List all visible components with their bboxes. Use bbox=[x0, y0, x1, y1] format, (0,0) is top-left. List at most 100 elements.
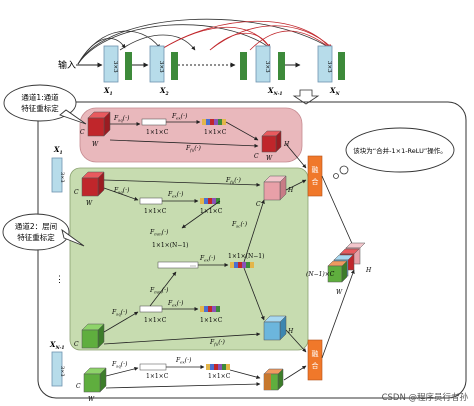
ch1-out-w: W bbox=[266, 155, 273, 162]
final-w: W bbox=[336, 289, 343, 296]
xn1-conv-label: 3×3 bbox=[59, 366, 65, 377]
ch2-weight-top bbox=[200, 198, 220, 204]
final-output-stack bbox=[327, 242, 366, 283]
merge-label-top-2: 合 bbox=[312, 177, 319, 186]
bottom-fex: Fex(·) bbox=[175, 357, 192, 365]
conv-block-1 bbox=[103, 45, 119, 83]
conv-label-3: 3×3 bbox=[264, 61, 270, 73]
fmap-mixed-output bbox=[263, 368, 284, 391]
ch2-fsq-top: Fsq(·) bbox=[113, 187, 130, 195]
merge-label-top-1: 融 bbox=[312, 165, 319, 174]
bottom-dim: 1×1×C bbox=[146, 373, 169, 380]
channel2-flow: W C Fsq(·) 1×1×C Fex(·) 1×1×C Ffu(·) H C… bbox=[74, 171, 294, 349]
ch2-dim-top2: 1×1×C bbox=[200, 208, 223, 215]
x1-side-label: X1 bbox=[53, 145, 63, 156]
ch2-weight-bot bbox=[200, 306, 220, 312]
x1-label: X1 bbox=[103, 86, 113, 97]
channel1-callout-line2: 特征重标定 bbox=[21, 103, 59, 113]
ch2-fscale-top: Ffu(·) bbox=[225, 177, 241, 185]
fmap-red-2 bbox=[81, 171, 105, 197]
feature-bar-2 bbox=[171, 52, 178, 80]
x1-input: X1 3×3 bbox=[51, 145, 65, 193]
ch1-fex-label: Fex(·) bbox=[171, 113, 188, 121]
ch1-dim-1: 1×1×C bbox=[146, 129, 169, 136]
ch2-fscale-bot: Ffu(·) bbox=[209, 339, 225, 347]
expand-arrow-icon bbox=[292, 89, 320, 105]
ch2-fsq-bot: Fsq(·) bbox=[111, 309, 128, 317]
ch1-c: C bbox=[80, 129, 85, 136]
thought-text: 该块为“合并-1×1-ReLU”操作。 bbox=[353, 146, 446, 155]
ch2-fmm-bot: Fmm(·) bbox=[149, 287, 169, 295]
bottom-weight bbox=[206, 364, 230, 370]
ch1-w: W bbox=[92, 141, 99, 148]
ch2-pink-c: C bbox=[256, 201, 261, 208]
channel2-callout-line2: 特征重标定 bbox=[17, 232, 55, 242]
svg-text:⋯: ⋯ bbox=[190, 263, 196, 270]
fmap-blue-output bbox=[263, 315, 287, 341]
merge-label-bot-2: 合 bbox=[312, 361, 319, 370]
bottom-w: W bbox=[88, 396, 95, 403]
feature-bar-5 bbox=[338, 52, 345, 80]
watermark: CSDN @程序员行者孙 bbox=[382, 392, 469, 403]
ch1-out-c: C bbox=[254, 153, 259, 160]
fmap-red-input bbox=[87, 111, 111, 137]
ch2-fex-top: Fex(·) bbox=[167, 191, 184, 199]
channel2-callout-line1: 通道2：层间 bbox=[15, 221, 57, 231]
conv-label-2: 3×3 bbox=[158, 61, 164, 73]
merge-label-source: 融合 bbox=[0, 0, 2, 1]
fmap-pink-output bbox=[263, 175, 287, 201]
ch2-w-top: W bbox=[86, 200, 93, 207]
channel1-region bbox=[79, 107, 303, 163]
xn-label: XN bbox=[329, 86, 340, 97]
xn1-input: XN-1 3×3 bbox=[49, 340, 65, 387]
final-h: H bbox=[365, 267, 372, 274]
conv-label-4: 3×3 bbox=[326, 61, 332, 73]
input-label: 输入 bbox=[58, 59, 76, 71]
fmap-green-bottom bbox=[83, 367, 107, 393]
conv-block-2 bbox=[149, 45, 165, 83]
ch2-vector-bot bbox=[139, 305, 163, 313]
fmap-red-output bbox=[261, 130, 282, 153]
bottom-flow: C W Fsq(·) 1×1×C Fex(·) 1×1×C bbox=[76, 357, 284, 403]
ch2-dim-bot2: 1×1×C bbox=[200, 317, 223, 324]
x2-label: X2 bbox=[159, 86, 169, 97]
channel1-callout-line1: 通道1:通道 bbox=[21, 92, 59, 102]
ch2-dim-mid2: 1×1×(N−1) bbox=[228, 253, 264, 260]
ch2-c-bot: C bbox=[74, 341, 79, 348]
ch1-fscale-label: Ffu(·) bbox=[185, 145, 201, 153]
channel2-callout: 通道2：层间 特征重标定 bbox=[2, 213, 85, 251]
ch2-weight-mid bbox=[230, 262, 254, 268]
bottom-dim2: 1×1×C bbox=[208, 373, 231, 380]
ch2-fmm-top: Fmm(·) bbox=[149, 229, 169, 237]
ch2-dim-mid: 1×1×(N−1) bbox=[152, 242, 188, 249]
ch1-dim-2: 1×1×C bbox=[204, 129, 227, 136]
xn1-side-label: XN-1 bbox=[49, 340, 65, 351]
ch2-pink-h: H bbox=[287, 187, 294, 194]
ch2-c-top: C bbox=[74, 189, 79, 196]
conv-block-3 bbox=[255, 45, 271, 83]
channel2-region bbox=[69, 167, 309, 351]
conv-label-1: 3×3 bbox=[112, 61, 118, 73]
feature-bar-1 bbox=[125, 52, 132, 80]
merge-box-top: 融 合 bbox=[307, 155, 323, 197]
feature-bar-4 bbox=[278, 52, 285, 80]
bottom-fsq: Fsq(·) bbox=[111, 361, 128, 369]
channel1-callout: 通道1:通道 特征重标定 bbox=[3, 84, 87, 125]
final-dim: (N−1)×C bbox=[306, 271, 335, 278]
ch2-blue-h: H bbox=[287, 328, 294, 335]
dense-block: 输入 3×3 3×3 3×3 3×3 X1 X2 XN- bbox=[58, 18, 345, 105]
ch1-fsq-label: Fsq(·) bbox=[113, 115, 130, 123]
merge-label-bot-1: 融 bbox=[312, 349, 319, 358]
ch2-vector-top bbox=[139, 197, 163, 205]
x1-conv-label: 3×3 bbox=[59, 172, 65, 183]
ch2-fconv-label: Fex(·) bbox=[199, 255, 216, 263]
ch2-dim-bot: 1×1×C bbox=[144, 317, 167, 324]
fmap-green-input bbox=[81, 323, 105, 349]
feature-bar-3 bbox=[240, 52, 247, 80]
ch1-vector-1 bbox=[141, 118, 167, 126]
bottom-c: C bbox=[76, 383, 81, 390]
ch2-fsc-label: Fsc(·) bbox=[231, 221, 248, 229]
bottom-vector bbox=[139, 363, 167, 371]
ch2-fex-bot: Fex(·) bbox=[167, 300, 184, 308]
xn1-label: XN-1 bbox=[267, 86, 283, 97]
